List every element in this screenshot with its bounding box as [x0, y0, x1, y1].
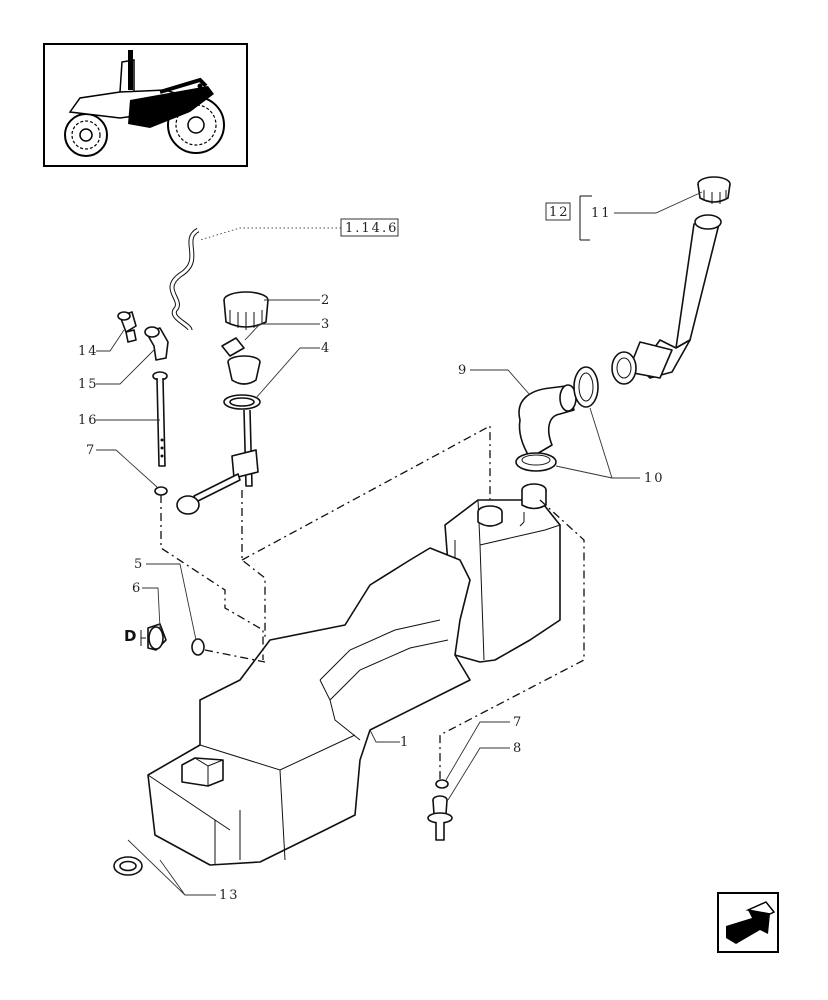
leader-14 [96, 329, 125, 352]
reference-box-1-14-6[interactable]: 1.14.6 [340, 218, 399, 237]
elbow-hose-part-9 [518, 384, 577, 459]
leader-6 [142, 587, 161, 629]
drain-plug-part-8 [427, 779, 453, 841]
plug-part-6 [147, 623, 167, 651]
leader-11 [614, 191, 703, 214]
callout-16[interactable]: 16 [78, 413, 99, 428]
pickup-tube-part-16 [152, 371, 168, 467]
connector-part-14 [117, 311, 137, 343]
sender-part-3 [221, 337, 261, 385]
clamp-part-10-lower [515, 452, 557, 472]
float-arm [176, 409, 259, 515]
leader-ref-a [199, 227, 341, 241]
leader-15 [96, 349, 155, 385]
callout-15[interactable]: 15 [78, 377, 99, 392]
svg-text:12: 12 [549, 205, 570, 220]
callout-10[interactable]: 10 [644, 471, 665, 486]
callout-8[interactable]: 8 [513, 741, 523, 756]
leader-13 [127, 839, 216, 896]
leader-7b [445, 721, 510, 781]
filler-cap [697, 176, 731, 204]
assembly-line-riser [241, 424, 491, 561]
svg-text:1.14.6: 1.14.6 [345, 221, 398, 236]
elbow-part-15 [144, 326, 169, 361]
assembly-line-4 [241, 490, 266, 640]
leader-10 [555, 407, 640, 479]
bracket-12 [579, 195, 592, 241]
callout-6[interactable]: 6 [132, 581, 142, 596]
callout-11[interactable]: 11 [591, 206, 612, 221]
gasket-part-4 [223, 394, 261, 410]
filler-pipe-part-11 [611, 214, 722, 385]
callout-5[interactable]: 5 [134, 557, 144, 572]
assembly-line-drain [439, 499, 585, 780]
fuel-return-hose-inner [170, 228, 199, 331]
cap-part-2 [223, 291, 269, 330]
callout-2[interactable]: 2 [321, 293, 331, 308]
fuel-tank-part-1 [147, 483, 561, 866]
callout-1[interactable]: 1 [400, 735, 410, 750]
callout-14[interactable]: 14 [78, 344, 99, 359]
detail-marker: D [124, 627, 146, 646]
callout-3[interactable]: 3 [321, 317, 331, 332]
tractor-location-icon[interactable] [43, 43, 248, 167]
callout-13[interactable]: 13 [219, 888, 240, 903]
callout-9[interactable]: 9 [458, 363, 468, 378]
leader-8 [447, 747, 510, 801]
reference-box-12[interactable]: 12 [545, 202, 571, 221]
callout-7-upper[interactable]: 7 [86, 443, 96, 458]
washer-part-5 [191, 638, 205, 656]
washer-part-7-upper [154, 486, 168, 496]
leader-5 [146, 563, 197, 641]
gasket-part-13 [113, 856, 143, 876]
callout-7-lower[interactable]: 7 [513, 715, 523, 730]
svg-text:D: D [124, 627, 136, 645]
back-arrow-icon[interactable] [717, 892, 779, 953]
clamp-part-10-upper [573, 366, 599, 408]
leader-1 [369, 729, 400, 743]
leader-4 [255, 347, 320, 399]
leader-9 [470, 369, 531, 396]
assembly-line-5 [204, 649, 266, 663]
leader-3 [244, 323, 320, 341]
leader-7a [96, 449, 158, 488]
assembly-line-16 [160, 495, 264, 660]
callout-4[interactable]: 4 [321, 341, 331, 356]
